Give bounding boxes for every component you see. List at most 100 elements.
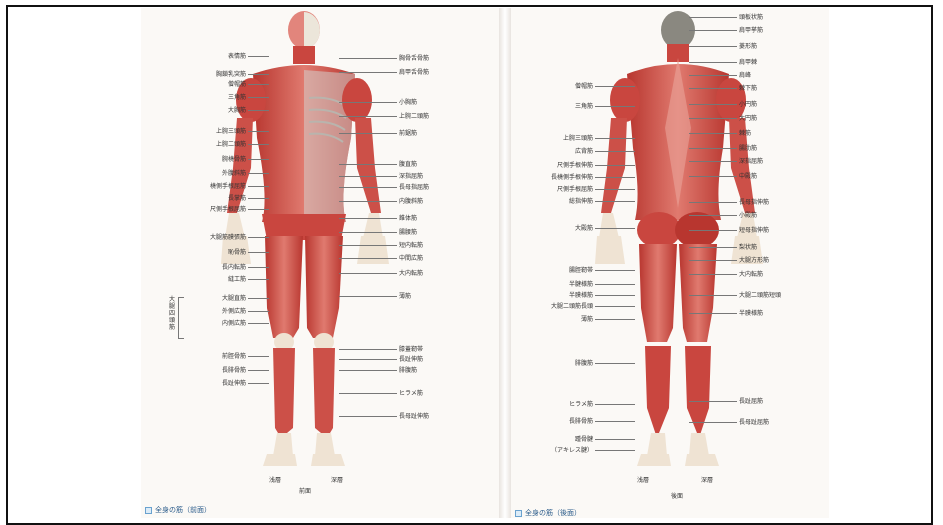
leader-line bbox=[248, 173, 269, 174]
back-left-muscle-label: 大腿二頭筋長頭 bbox=[551, 303, 593, 310]
back-right-muscle-label: 深指屈筋 bbox=[739, 158, 763, 165]
front-right-muscle-label: 内腹斜筋 bbox=[399, 198, 423, 205]
back-view-title: 後面 bbox=[671, 491, 683, 500]
leader-line bbox=[689, 75, 737, 76]
leader-line bbox=[248, 110, 269, 111]
back-layer-superficial: 浅層 bbox=[637, 475, 649, 484]
leader-line bbox=[339, 176, 397, 177]
back-right-muscle-label: 棘下筋 bbox=[739, 85, 757, 92]
leader-line bbox=[339, 359, 397, 360]
leader-line bbox=[595, 270, 635, 271]
front-right-muscle-label: 大内転筋 bbox=[399, 270, 423, 277]
front-left-muscle-label: 大腿直筋 bbox=[222, 295, 246, 302]
leader-line bbox=[689, 118, 737, 119]
leader-line bbox=[248, 159, 269, 160]
leader-line bbox=[339, 349, 397, 350]
front-right-muscle-label: 前鋸筋 bbox=[399, 130, 417, 137]
back-right-muscle-label: 大内転筋 bbox=[739, 271, 763, 278]
leader-line bbox=[248, 323, 269, 324]
leader-line bbox=[248, 74, 269, 75]
back-right-muscle-label: 肩甲棘 bbox=[739, 59, 757, 66]
leader-line bbox=[339, 58, 397, 59]
leader-line bbox=[248, 252, 269, 253]
front-left-muscle-label: 三角筋 bbox=[228, 94, 246, 101]
leader-line bbox=[339, 218, 397, 219]
leader-line bbox=[595, 201, 635, 202]
leader-line bbox=[248, 279, 269, 280]
front-left-muscle-label: 腕橈骨筋 bbox=[222, 156, 246, 163]
leader-line bbox=[689, 422, 737, 423]
back-right-muscle-label: 長母指伸筋 bbox=[739, 199, 769, 206]
front-right-muscle-label: 肩甲舌骨筋 bbox=[399, 69, 429, 76]
leader-line bbox=[248, 56, 269, 57]
front-right-muscle-label: 長趾伸筋 bbox=[399, 356, 423, 363]
leader-line bbox=[689, 62, 737, 63]
back-right-muscle-label: 腸肋筋 bbox=[739, 145, 757, 152]
front-right-muscle-label: 腸腰筋 bbox=[399, 229, 417, 236]
leader-line bbox=[595, 189, 635, 190]
leader-line bbox=[248, 144, 269, 145]
back-left-muscle-label: 腸脛靭帯 bbox=[569, 267, 593, 274]
leader-line bbox=[595, 284, 635, 285]
leader-line bbox=[248, 356, 269, 357]
back-right-muscle-label: 短母指伸筋 bbox=[739, 227, 769, 234]
page-front: 表情筋胸鎖乳突筋僧帽筋三角筋大胸筋上腕三頭筋上腕二頭筋腕橈骨筋外腹斜筋橈側手根屈… bbox=[141, 8, 499, 518]
leader-line bbox=[248, 131, 269, 132]
front-left-muscle-label: 恥骨筋 bbox=[228, 249, 246, 256]
leader-line bbox=[339, 245, 397, 246]
leader-line bbox=[595, 306, 635, 307]
page-back: 僧帽筋三角筋上腕三頭筋広背筋尺側手根伸筋長橈側手根伸筋尺側手根屈筋総指伸筋大殿筋… bbox=[511, 8, 829, 518]
leader-line bbox=[595, 450, 635, 451]
back-left-muscle-label: 広背筋 bbox=[575, 148, 593, 155]
front-left-muscle-label: 上腕二頭筋 bbox=[216, 141, 246, 148]
back-right-muscle-label: 大腿方形筋 bbox=[739, 257, 769, 264]
back-right-muscle-label: 肩峰 bbox=[739, 72, 751, 79]
leader-line bbox=[595, 177, 635, 178]
front-right-muscle-label: 腹直筋 bbox=[399, 161, 417, 168]
back-left-muscle-label: 踵骨腱 bbox=[575, 436, 593, 443]
quadriceps-group-label: 大腿四頭筋 bbox=[169, 296, 177, 331]
leader-line bbox=[339, 187, 397, 188]
anatomy-figure-back bbox=[511, 8, 829, 518]
leader-line bbox=[339, 258, 397, 259]
back-right-muscle-label: 小殿筋 bbox=[739, 212, 757, 219]
leader-line bbox=[339, 164, 397, 165]
back-right-muscle-label: 大腿二頭筋短頭 bbox=[739, 292, 781, 299]
leader-line bbox=[248, 311, 269, 312]
front-left-muscle-label: 長趾伸筋 bbox=[222, 380, 246, 387]
leader-line bbox=[595, 319, 635, 320]
back-right-muscle-label: 肩甲挙筋 bbox=[739, 27, 763, 34]
leader-line bbox=[689, 401, 737, 402]
front-left-muscle-label: 大胸筋 bbox=[228, 107, 246, 114]
back-left-muscle-label: 尺側手根屈筋 bbox=[557, 186, 593, 193]
leader-line bbox=[689, 274, 737, 275]
leader-line bbox=[595, 439, 635, 440]
back-right-muscle-label: 梨状筋 bbox=[739, 244, 757, 251]
leader-line bbox=[689, 215, 737, 216]
back-left-muscle-label: 尺側手根伸筋 bbox=[557, 162, 593, 169]
leader-line bbox=[689, 295, 737, 296]
leader-line bbox=[689, 230, 737, 231]
back-left-muscle-label: 総指伸筋 bbox=[569, 198, 593, 205]
leader-line bbox=[339, 370, 397, 371]
anatomy-figure-front bbox=[141, 8, 499, 518]
book-gutter bbox=[499, 8, 511, 518]
leader-line bbox=[339, 232, 397, 233]
leader-line bbox=[689, 104, 737, 105]
back-caption-text: 全身の筋（後面） bbox=[525, 509, 581, 517]
front-left-muscle-label: 内側広筋 bbox=[222, 320, 246, 327]
front-caption-text: 全身の筋（前面） bbox=[155, 506, 211, 514]
back-left-muscle-label: 半膜様筋 bbox=[569, 292, 593, 299]
front-left-muscle-label: 胸鎖乳突筋 bbox=[216, 71, 246, 78]
leader-line bbox=[248, 370, 269, 371]
front-right-muscle-label: 深指屈筋 bbox=[399, 173, 423, 180]
front-left-muscle-label: 外側広筋 bbox=[222, 308, 246, 315]
front-right-muscle-label: 上腕二頭筋 bbox=[399, 113, 429, 120]
back-layer-deep: 深層 bbox=[701, 475, 713, 484]
leader-line bbox=[339, 201, 397, 202]
front-right-muscle-label: 膝蓋靭帯 bbox=[399, 346, 423, 353]
back-right-muscle-label: 棘筋 bbox=[739, 130, 751, 137]
leader-line bbox=[595, 151, 635, 152]
leader-line bbox=[595, 421, 635, 422]
front-left-muscle-label: 橈側手根屈筋 bbox=[210, 183, 246, 190]
